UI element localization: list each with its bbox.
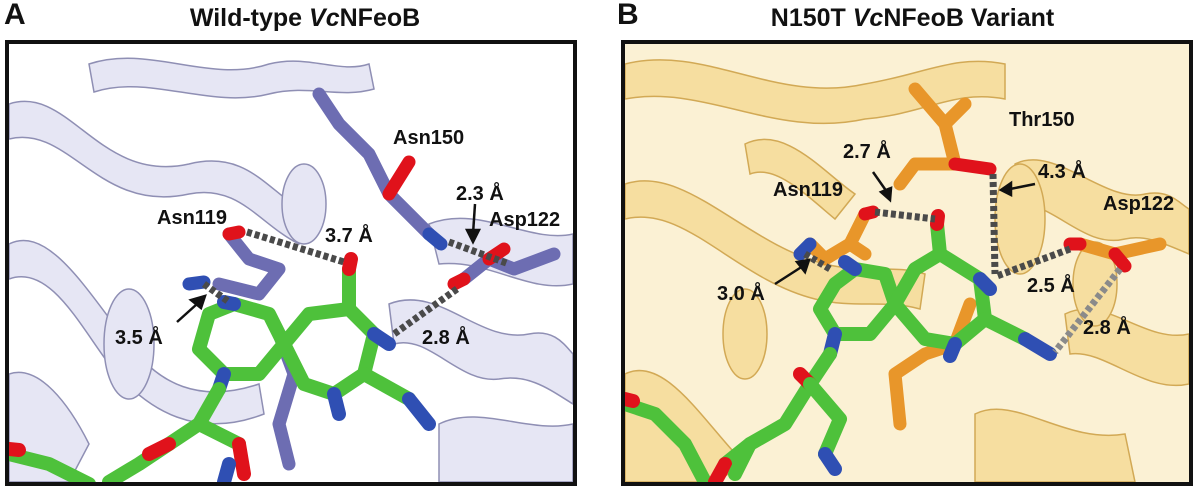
panel-b-hydrogen-bonds-light	[1052, 266, 1123, 355]
panel-a-letter: A	[4, 0, 26, 31]
panel-a-distance-2-3: 2.3 Å	[456, 181, 504, 205]
panel-b-distance-4-3: 4.3 Å	[1038, 159, 1086, 183]
panel-a-arrows	[176, 203, 482, 323]
panel-a-ribbons	[9, 57, 573, 482]
panel-a-svg: Asn150 Asn119 Asp122 2.3 Å 3.7 Å 3.5 Å 2…	[9, 44, 573, 482]
panel-a-label-asn119: Asn119	[157, 207, 227, 229]
panel-b-distance-2-8: 2.8 Å	[1083, 315, 1131, 339]
panel-a-label-asn150: Asn150	[393, 127, 464, 149]
panel-b-title-suffix: NFeoB Variant	[883, 4, 1055, 32]
panel-a-residues	[182, 87, 561, 471]
panel-a-label-asp122: Asp122	[489, 209, 560, 231]
panel-b-svg: Thr150 Asn119 Asp122 2.7 Å 4.3 Å 3.0 Å 2…	[625, 44, 1189, 482]
panel-a-distance-2-8: 2.8 Å	[422, 325, 470, 349]
panel-b-guanine-ligand	[625, 209, 1057, 482]
panel-a-distance-3-7: 3.7 Å	[325, 223, 373, 247]
panel-b-label-asp122: Asp122	[1103, 193, 1174, 215]
panel-a-title: Wild-type VcNFeoB	[30, 4, 580, 32]
panel-b-title: N150T VcNFeoB Variant	[625, 4, 1200, 32]
panel-a-title-italic: Vc	[309, 4, 340, 32]
panel-b-distance-2-7: 2.7 Å	[843, 139, 891, 163]
panel-a-title-prefix: Wild-type	[189, 4, 310, 32]
panel-b-residues	[793, 82, 1167, 431]
panel-b-arrows	[774, 171, 1036, 286]
panel-b-structure-view: Thr150 Asn119 Asp122 2.7 Å 4.3 Å 3.0 Å 2…	[621, 40, 1193, 486]
panel-a-distance-3-5: 3.5 Å	[115, 325, 163, 349]
panel-b-label-thr150: Thr150	[1009, 109, 1075, 131]
panel-b-hydrogen-bonds	[803, 173, 1072, 280]
panel-b-title-prefix: N150T	[770, 4, 853, 32]
panel-b-label-asn119: Asn119	[773, 179, 843, 201]
panel-a-title-suffix: NFeoB	[339, 4, 421, 32]
panel-a-guanine-ligand	[9, 252, 436, 482]
panel-b-letter: B	[617, 0, 639, 31]
panel-a-hydrogen-bonds	[201, 228, 511, 337]
panel-b-distance-3-0: 3.0 Å	[717, 281, 765, 305]
panel-a-structure-view: Asn150 Asn119 Asp122 2.3 Å 3.7 Å 3.5 Å 2…	[5, 40, 577, 486]
panel-b-title-italic: Vc	[852, 4, 884, 32]
panel-b-distance-2-5: 2.5 Å	[1027, 273, 1075, 297]
